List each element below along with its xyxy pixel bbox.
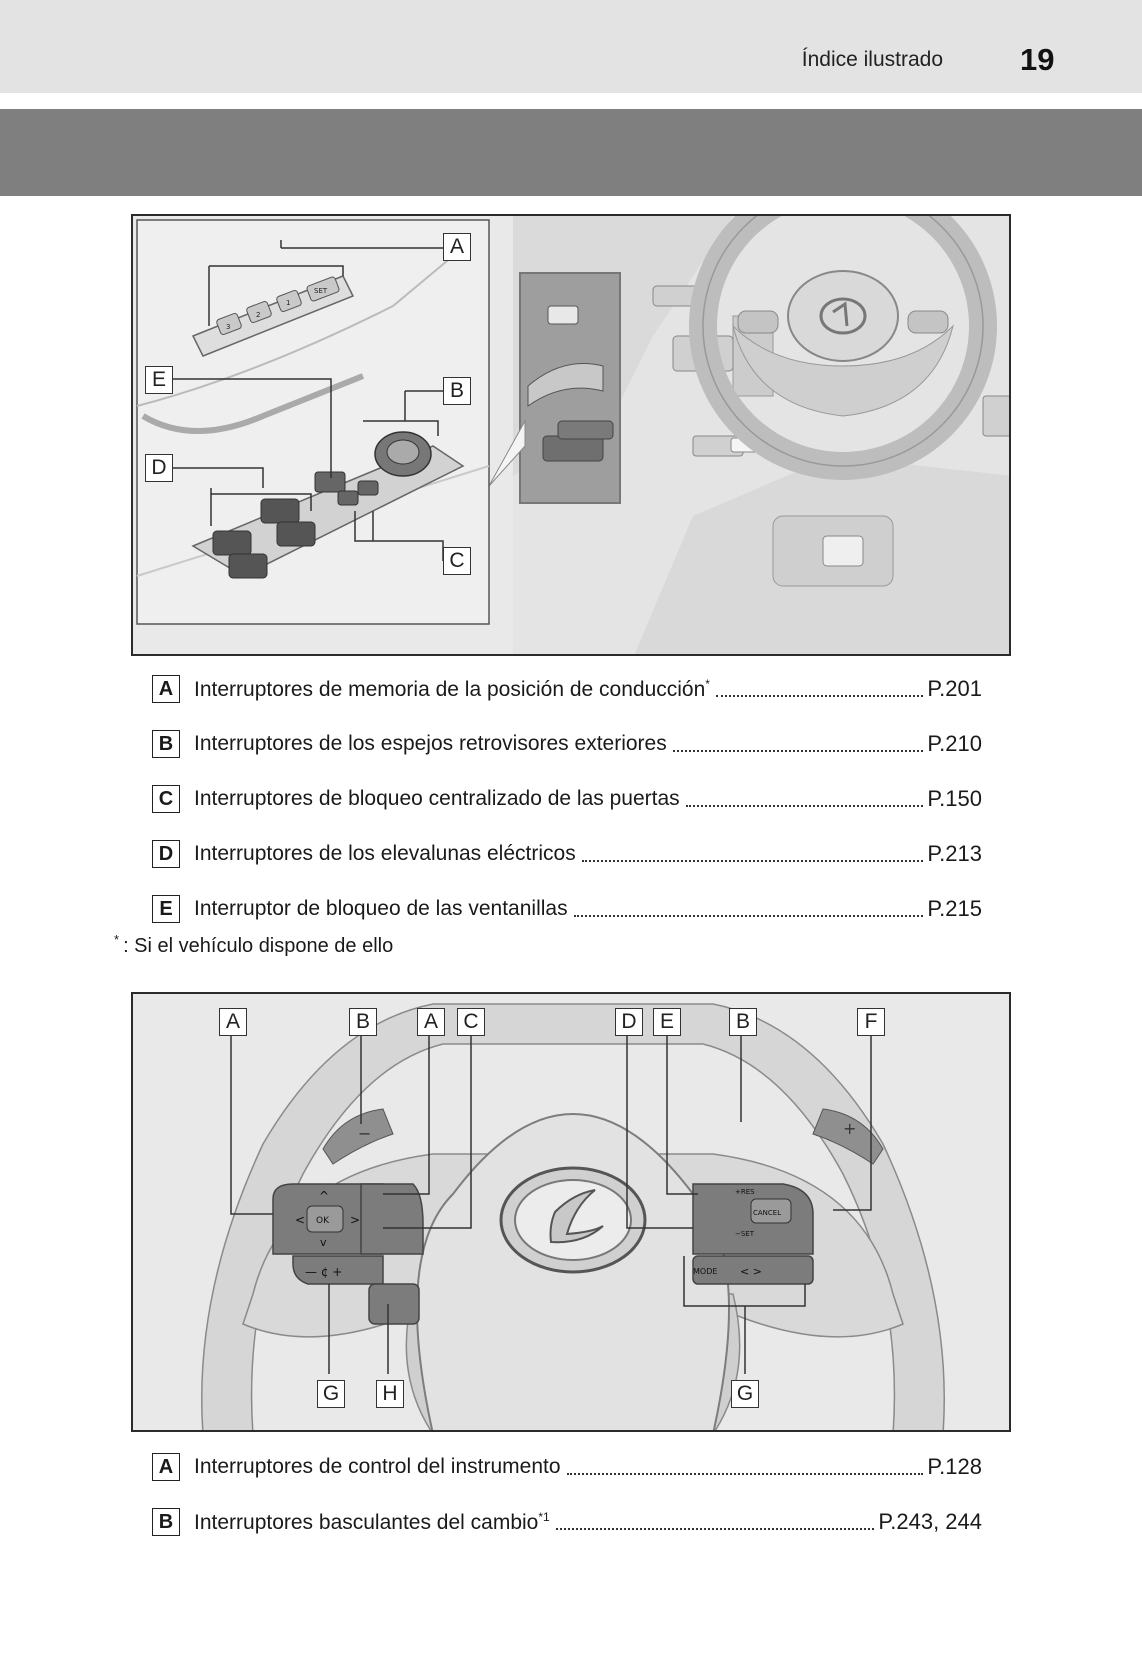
memory-switch-label-2: 2 (256, 311, 260, 319)
door-switches-illustration: 3 2 1 SET A B C D E (131, 214, 1011, 656)
svg-text:>: > (350, 1213, 360, 1227)
wheel-label-b-right: B (729, 1008, 757, 1036)
door-label-c: C (443, 547, 471, 575)
legend-text: Interruptores de bloqueo centralizado de… (194, 787, 680, 810)
door-cabin-drawing: 3 2 1 SET (136, 216, 1009, 654)
dot-leader (555, 1514, 875, 1530)
door-label-a: A (443, 233, 471, 261)
dot-leader (685, 791, 924, 807)
page-reference: P.243, 244 (878, 1509, 982, 1534)
legend1-row: A Interruptores de memoria de la posició… (152, 674, 982, 704)
door-label-e: E (145, 366, 173, 394)
legend-letter: E (152, 895, 180, 923)
legend1-row: D Interruptores de los elevalunas eléctr… (152, 839, 982, 869)
cancel-button-label: CANCEL (753, 1209, 781, 1217)
footnote: *: Si el vehículo dispone de ello (114, 932, 394, 958)
wheel-label-a-left: A (219, 1008, 247, 1036)
wheel-label-f: F (857, 1008, 885, 1036)
footnote-mark: *1 (538, 1509, 550, 1524)
wheel-label-b-left: B (349, 1008, 377, 1036)
header-gray-bar (0, 109, 1142, 196)
page-number: 19 (1020, 42, 1055, 77)
svg-text:— ¢ +: — ¢ + (305, 1265, 342, 1279)
legend1-row: E Interruptor de bloqueo de las ventanil… (152, 894, 982, 924)
svg-text:<: < (295, 1213, 305, 1227)
legend-letter: C (152, 785, 180, 813)
mode-button-label: MODE (693, 1267, 717, 1276)
header-band (0, 0, 1142, 93)
wheel-label-g-right: G (731, 1380, 759, 1408)
section-title: Índice ilustrado (801, 48, 943, 71)
legend-letter: A (152, 675, 180, 703)
door-label-d: D (145, 454, 173, 482)
wheel-label-c: C (457, 1008, 485, 1036)
steering-wheel-drawing: − + OK < > ^ v — ¢ + CANCEL +RES −SET MO… (133, 994, 1009, 1430)
steering-wheel-illustration: − + OK < > ^ v — ¢ + CANCEL +RES −SET MO… (131, 992, 1011, 1432)
legend2-row: B Interruptores basculantes del cambio*1… (152, 1507, 982, 1537)
page-reference: P.150 (927, 786, 982, 811)
svg-text:−: − (358, 1124, 371, 1143)
set-button-label: −SET (735, 1230, 755, 1238)
wheel-label-d: D (615, 1008, 643, 1036)
dot-leader (715, 681, 924, 697)
legend-letter: A (152, 1453, 180, 1481)
legend-text: Interruptores basculantes del cambio*1 (194, 1509, 550, 1534)
page-reference: P.128 (927, 1454, 982, 1479)
svg-text:< >: < > (740, 1265, 762, 1278)
memory-switch-label-3: 3 (226, 323, 230, 331)
legend-letter: B (152, 1508, 180, 1536)
legend2-row: A Interruptores de control del instrumen… (152, 1452, 982, 1482)
legend1-row: B Interruptores de los espejos retroviso… (152, 729, 982, 759)
footnote-mark: * (705, 676, 710, 691)
dot-leader (672, 736, 924, 752)
res-button-label: +RES (735, 1188, 755, 1196)
door-label-b: B (443, 377, 471, 405)
dot-leader (573, 901, 924, 917)
footnote-asterisk: * (114, 932, 120, 947)
legend-text: Interruptores de los espejos retrovisore… (194, 732, 667, 755)
page-reference: P.213 (927, 841, 982, 866)
memory-switch-label-1: 1 (286, 299, 290, 307)
dot-leader (581, 846, 924, 862)
ok-button-label: OK (316, 1216, 330, 1226)
memory-switch-label-set: SET (314, 287, 328, 295)
page-reference: P.215 (927, 896, 982, 921)
legend-text: Interruptores de memoria de la posición … (194, 676, 710, 701)
wheel-label-a-center: A (417, 1008, 445, 1036)
legend-text: Interruptores de los elevalunas eléctric… (194, 842, 576, 865)
page-reference: P.210 (927, 731, 982, 756)
legend-text: Interruptor de bloqueo de las ventanilla… (194, 897, 568, 920)
svg-text:+: + (843, 1119, 856, 1138)
wheel-label-g-left: G (317, 1380, 345, 1408)
legend-letter: D (152, 840, 180, 868)
wheel-label-e: E (653, 1008, 681, 1036)
legend-letter: B (152, 730, 180, 758)
legend1-row: C Interruptores de bloqueo centralizado … (152, 784, 982, 814)
footnote-text: : Si el vehículo dispone de ello (123, 935, 394, 957)
legend-text: Interruptores de control del instrumento (194, 1455, 561, 1478)
page-reference: P.201 (927, 676, 982, 701)
dot-leader (566, 1459, 924, 1475)
svg-text:v: v (320, 1236, 327, 1249)
svg-text:^: ^ (319, 1189, 329, 1203)
wheel-label-h: H (376, 1380, 404, 1408)
